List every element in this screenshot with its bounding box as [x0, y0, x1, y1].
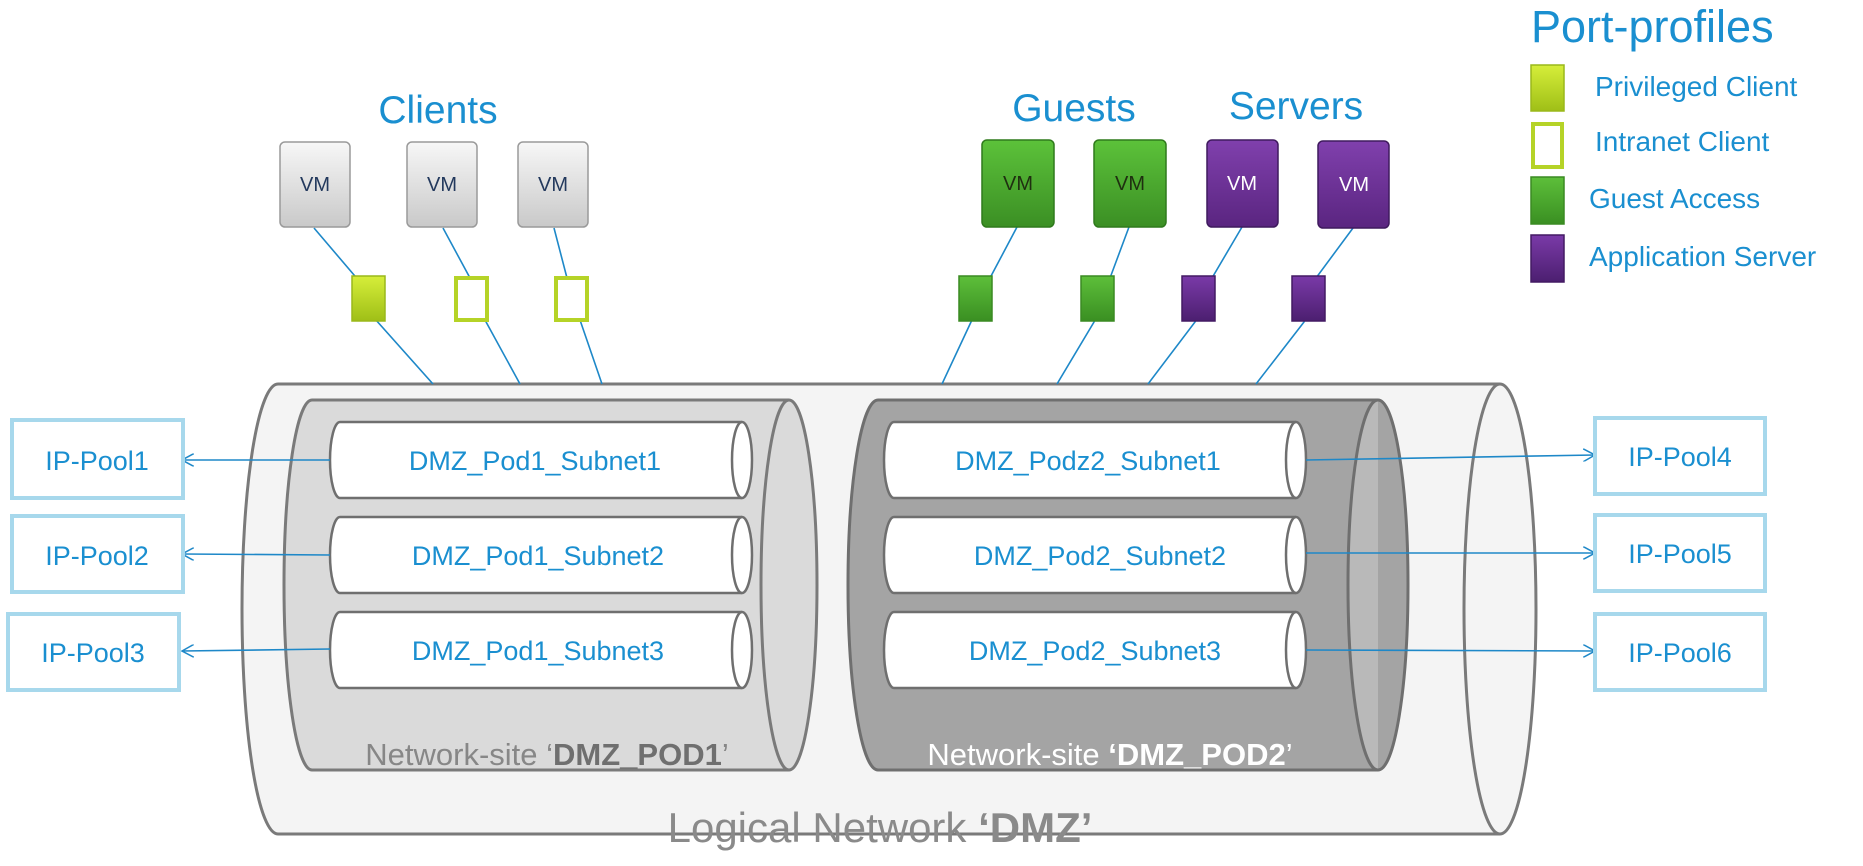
vm-label: VM — [1003, 173, 1033, 195]
vm-label: VM — [538, 174, 568, 196]
vm-label: VM — [300, 174, 330, 196]
vm-server: VM — [1317, 140, 1390, 229]
vm-client: VM — [406, 141, 478, 228]
subnet-label: DMZ_Pod1_Subnet3 — [412, 636, 664, 666]
subnet-label: DMZ_Pod2_Subnet2 — [974, 541, 1226, 571]
group-label-guests: Guests — [1012, 87, 1136, 130]
arrow-subnet1-pool4 — [1305, 455, 1595, 460]
ip-pool-label: IP-Pool2 — [45, 541, 149, 571]
vm-label: VM — [1339, 174, 1369, 196]
arrow-subnet2-pool2 — [182, 554, 331, 555]
group-label-servers: Servers — [1229, 85, 1363, 128]
legend-label: Privileged Client — [1595, 71, 1798, 102]
subnet-label: DMZ_Pod1_Subnet2 — [412, 541, 664, 571]
group-label-clients: Clients — [378, 89, 497, 132]
legend-swatch-intranet-client — [1531, 122, 1564, 169]
subnet-label: DMZ_Pod1_Subnet1 — [409, 446, 661, 476]
network-site-pod1-label: Network-site ‘DMZ_POD1’ — [365, 737, 728, 772]
ip-pool-label: IP-Pool4 — [1628, 442, 1732, 472]
network-site-pod2-label: Network-site ‘DMZ_POD2’ — [927, 737, 1292, 772]
subnet-tube: DMZ_Podz2_Subnet1 — [882, 420, 1308, 500]
ip-pool-box: IP-Pool6 — [1593, 612, 1767, 692]
vm-client: VM — [279, 141, 351, 228]
subnet-tube: DMZ_Pod2_Subnet2 — [882, 515, 1308, 595]
ip-pool-label: IP-Pool3 — [41, 638, 145, 668]
vm-guest: VM — [981, 139, 1055, 228]
subnet-tube: DMZ_Pod2_Subnet3 — [882, 610, 1308, 690]
vm-label: VM — [427, 174, 457, 196]
legend-swatch-guest-access — [1530, 176, 1565, 225]
legend-title: Port-profiles — [1531, 1, 1774, 52]
legend-item: Intranet Client — [1531, 122, 1770, 169]
legend-swatch-application-server — [1530, 234, 1565, 283]
port-application-server — [1181, 275, 1216, 322]
vm-label: VM — [1227, 173, 1257, 195]
legend-label: Application Server — [1589, 241, 1816, 272]
port-privileged-client — [351, 275, 386, 322]
port-guest-access — [958, 275, 993, 322]
legend-item: Privileged Client — [1530, 64, 1798, 112]
port-application-server — [1291, 275, 1326, 322]
ip-pool-label: IP-Pool1 — [45, 446, 149, 476]
legend-label: Intranet Client — [1595, 126, 1770, 157]
legend-item: Application Server — [1530, 234, 1816, 283]
subnet-label: DMZ_Podz2_Subnet1 — [955, 446, 1221, 476]
port-intranet-client — [554, 276, 589, 322]
vm-server: VM — [1206, 139, 1279, 228]
ip-pool-label: IP-Pool6 — [1628, 638, 1732, 668]
legend-label: Guest Access — [1589, 183, 1760, 214]
vm-label: VM — [1115, 173, 1145, 195]
arrow-subnet3-pool6 — [1305, 650, 1595, 651]
subnet-tube: DMZ_Pod1_Subnet1 — [328, 420, 754, 500]
arrow-subnet3-pool3 — [182, 649, 331, 651]
ip-pool-box: IP-Pool4 — [1593, 416, 1767, 496]
port-guest-access — [1080, 275, 1115, 322]
vm-guest: VM — [1093, 139, 1167, 228]
ip-pool-label: IP-Pool5 — [1628, 539, 1732, 569]
subnet-tube: DMZ_Pod1_Subnet2 — [328, 515, 754, 595]
subnet-label: DMZ_Pod2_Subnet3 — [969, 636, 1221, 666]
ip-pool-box: IP-Pool5 — [1593, 513, 1767, 593]
legend-swatch-privileged-client — [1530, 64, 1565, 112]
subnet-tube: DMZ_Pod1_Subnet3 — [328, 610, 754, 690]
port-intranet-client — [454, 276, 489, 322]
legend-item: Guest Access — [1530, 176, 1760, 225]
port-profiles-legend: Port-profiles Privileged Client Intranet… — [1530, 1, 1816, 283]
pool-arrows — [182, 455, 1595, 651]
logical-network-label: Logical Network ‘DMZ’ — [668, 804, 1093, 851]
vm-client: VM — [517, 141, 589, 228]
ip-pool-box: IP-Pool2 — [10, 514, 185, 594]
ip-pool-box: IP-Pool3 — [6, 612, 181, 692]
ip-pool-box: IP-Pool1 — [10, 418, 185, 500]
